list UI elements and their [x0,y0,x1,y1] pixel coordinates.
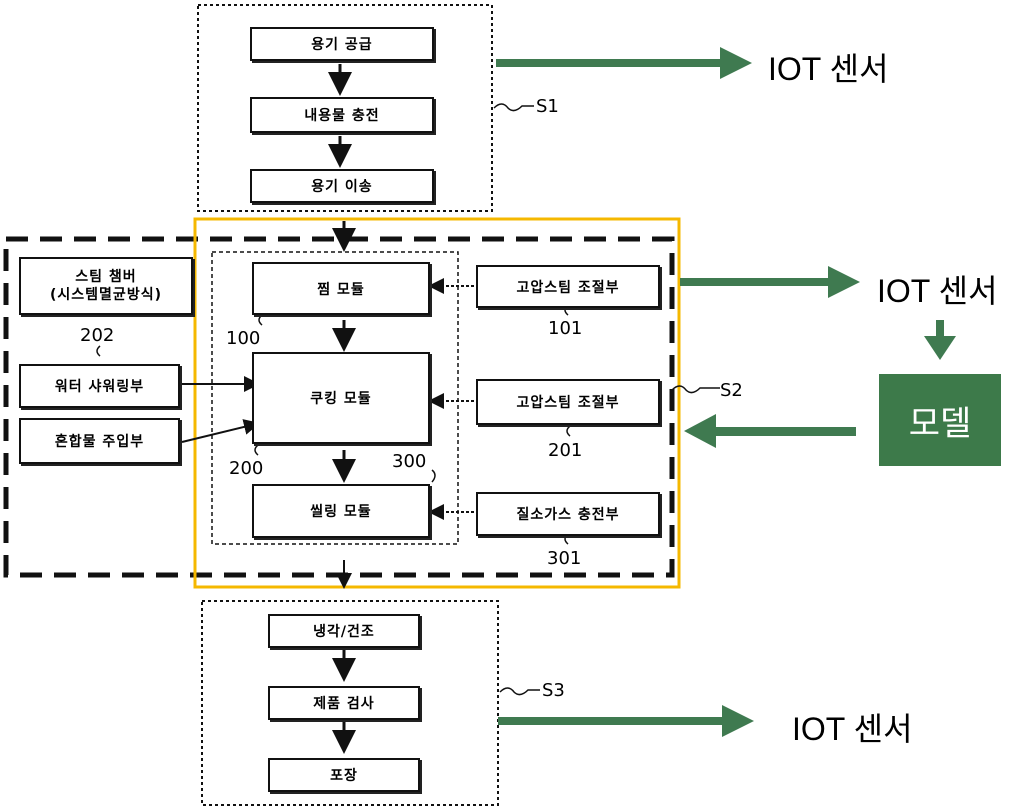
s1-region [197,4,493,212]
hp-steam-control-1-box: 고압스팀 조절부 [476,265,660,308]
cooking-module-label: 쿠킹 모듈 [310,391,372,407]
leader-300 [431,469,436,483]
ref-s3: S3 [542,680,565,701]
product-inspection-label: 제품 검사 [313,696,375,712]
leader-100 [258,314,263,326]
container-transfer-box: 용기 이송 [250,169,434,203]
steam-chamber-box: 스팀 챔버 (시스템멸균방식) [19,257,193,315]
nitrogen-fill-label: 질소가스 충전부 [516,507,620,523]
water-shower-label: 워터 샤워링부 [54,379,145,395]
sealing-module-label: 씰링 모듈 [310,504,372,520]
hp-steam-control-2-label: 고압스팀 조절부 [516,395,620,411]
iot-sensor-top: IOT 센서 [768,51,889,87]
packaging-box: 포장 [268,758,420,792]
green-arrow-model-back [684,414,856,448]
iot-sensor-middle: IOT 센서 [877,273,998,309]
leader-s3 [499,687,540,696]
leader-202 [96,345,101,357]
leader-200 [254,444,259,456]
s3-region [201,600,499,806]
arrow-mix-to-cooking [181,419,260,443]
green-arrow-down [924,320,956,360]
ref-301: 301 [547,548,582,569]
iot-sensor-bottom: IOT 센서 [792,711,913,747]
product-inspection-box: 제품 검사 [268,686,420,720]
sealing-module-box: 씰링 모듈 [252,484,430,538]
steam-module-label: 찜 모듈 [317,281,365,298]
container-transfer-label: 용기 이송 [311,179,373,195]
water-shower-box: 워터 샤워링부 [19,364,180,408]
steam-chamber-label-2: (시스템멸균방식) [50,287,162,303]
ref-300: 300 [392,451,427,472]
ref-100: 100 [226,328,261,349]
content-fill-box: 내용물 충전 [250,97,434,133]
model-box: 모델 [879,374,1001,466]
green-arrow-top [496,47,752,79]
steam-module-box: 찜 모듈 [252,262,430,315]
ref-200: 200 [229,458,264,479]
nitrogen-fill-box: 질소가스 충전부 [476,492,660,536]
content-fill-label: 내용물 충전 [304,108,380,124]
hp-steam-control-1-label: 고압스팀 조절부 [516,279,620,296]
cool-dry-box: 냉각/건조 [268,614,420,648]
ref-s1: S1 [536,96,559,117]
model-label: 모델 [908,403,972,444]
ref-s2: S2 [720,380,743,401]
leader-s2 [671,385,720,394]
module-region [211,251,459,545]
packaging-label: 포장 [330,768,358,784]
mix-injection-box: 혼합물 주입부 [19,418,180,464]
green-arrow-bottom [498,705,754,737]
container-supply-label: 용기 공급 [311,37,373,53]
cool-dry-label: 냉각/건조 [313,624,375,640]
leader-201 [566,425,571,437]
ref-101: 101 [548,318,583,339]
highlight-frame [193,217,681,589]
container-supply-box: 용기 공급 [250,27,434,61]
green-arrow-middle [680,266,860,298]
cooking-module-box: 쿠킹 모듈 [252,352,430,444]
ref-202: 202 [80,325,115,346]
leader-s1 [493,103,534,112]
mix-injection-label: 혼합물 주입부 [54,434,145,450]
ref-201: 201 [548,440,583,461]
steam-chamber-label-1: 스팀 챔버 [75,269,137,285]
hp-steam-control-2-box: 고압스팀 조절부 [476,379,660,425]
